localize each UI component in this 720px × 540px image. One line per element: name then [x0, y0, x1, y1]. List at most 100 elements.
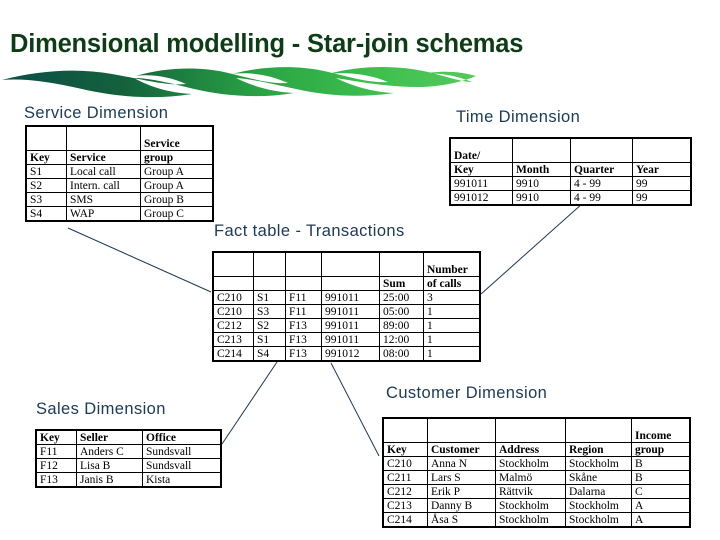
table-cell: Malmö — [495, 470, 566, 485]
table-cell: S1 — [26, 164, 67, 179]
table-row: Key Service group — [26, 150, 213, 165]
caption-customer-dimension: Customer Dimension — [386, 384, 548, 402]
table-cell: Danny B — [427, 498, 496, 513]
table-cell: Sundsvall — [142, 458, 221, 473]
col-header-quarter-line1 — [570, 138, 633, 163]
table-cell: A — [631, 498, 690, 513]
col-header-customer: Customer — [427, 442, 496, 457]
table-cell: S4 — [26, 206, 67, 221]
table-cell: 1 — [423, 304, 480, 319]
table-cell: Intern. call — [66, 178, 141, 193]
table-cell: 25:00 — [379, 290, 424, 305]
table-customer-dimension: Income Key Customer Address Region group… — [382, 417, 691, 528]
col-header-region: Region — [565, 442, 632, 457]
connector-service-to-fact — [67, 227, 212, 293]
table-header-row: Income Key Customer Address Region group — [383, 418, 690, 457]
table-cell: 12:00 — [379, 332, 424, 347]
table-cell: 89:00 — [379, 318, 424, 333]
table-cell: SMS — [66, 192, 141, 207]
table-row: Key Customer Address Region group — [383, 442, 690, 457]
table-cell: 991012 — [321, 346, 380, 361]
col-header-key-line1 — [383, 418, 428, 443]
col-header-sum: Sum — [379, 276, 424, 291]
table-cell: C211 — [383, 470, 428, 485]
table-cell: F11 — [36, 444, 77, 459]
table-cell: Local call — [66, 164, 141, 179]
table-row: Key Month Quarter Year — [450, 162, 691, 177]
table-cell: WAP — [66, 206, 141, 221]
table-cell: 4 - 99 — [570, 176, 633, 191]
table-cell: Group A — [140, 164, 213, 179]
table-row: Key Seller Office — [36, 430, 221, 445]
table-cell: C210 — [213, 290, 254, 305]
table-cell: Kista — [142, 472, 221, 487]
table-cell: 991011 — [321, 290, 380, 305]
col-header-month-line1 — [512, 138, 571, 163]
col-header-key: Key — [36, 430, 77, 445]
col-header-customerkey-line2 — [213, 276, 254, 291]
table-cell: S2 — [26, 178, 67, 193]
table-cell: S1 — [253, 290, 286, 305]
col-header-region-line1 — [565, 418, 632, 443]
col-header-office: Office — [142, 430, 221, 445]
table-cell: 9910 — [512, 190, 571, 205]
table-cell: C212 — [213, 318, 254, 333]
col-header-servicekey — [253, 252, 286, 277]
table-cell: Anna N — [427, 456, 496, 471]
col-header-service-group-line2: group — [140, 150, 213, 165]
table-cell: Stockholm — [565, 512, 632, 527]
table-cell: C — [631, 484, 690, 499]
table-cell: 1 — [423, 332, 480, 347]
table-cell: Group B — [140, 192, 213, 207]
table-cell: Janis B — [76, 472, 143, 487]
caption-service-dimension: Service Dimension — [24, 104, 169, 122]
table-cell: F13 — [36, 472, 77, 487]
table-cell: S3 — [253, 304, 286, 319]
caption-time-dimension: Time Dimension — [456, 108, 581, 126]
table-cell: Stockholm — [565, 456, 632, 471]
table-cell: F11 — [285, 290, 322, 305]
table-header-row: Service Key Service group — [26, 126, 213, 165]
table-cell: F13 — [285, 318, 322, 333]
table-cell: F13 — [285, 346, 322, 361]
col-header-incomegroup-line1: Income — [631, 418, 690, 443]
table-cell: C213 — [383, 498, 428, 513]
green-swoosh-decoration — [2, 66, 476, 98]
table-cell: Stockholm — [565, 498, 632, 513]
col-header-year: Year — [632, 162, 691, 177]
table-cell: 1 — [423, 346, 480, 361]
table-cell: S1 — [253, 332, 286, 347]
table-cell: S2 — [253, 318, 286, 333]
table-row: Number — [213, 252, 480, 277]
table-row: Income — [383, 418, 690, 443]
table-cell: 991011 — [321, 304, 380, 319]
col-header-customer-line1 — [427, 418, 496, 443]
table-cell: 991011 — [321, 332, 380, 347]
table-cell: C214 — [383, 512, 428, 527]
table-cell: Skåne — [565, 470, 632, 485]
table-cell: C210 — [383, 456, 428, 471]
col-header-sum-line1 — [379, 252, 424, 277]
col-header-key-line2: Key — [26, 150, 67, 165]
table-cell: 05:00 — [379, 304, 424, 319]
page-title: Dimensional modelling - Star-join schema… — [10, 30, 524, 58]
col-header-customerkey — [213, 252, 254, 277]
table-cell: 4 - 99 — [570, 190, 633, 205]
col-header-service-line2: Service — [66, 150, 141, 165]
